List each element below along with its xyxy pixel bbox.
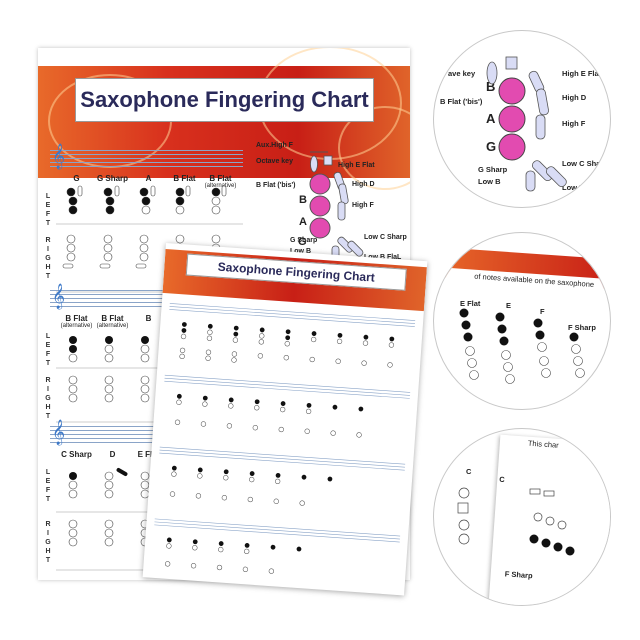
zoom-letter-b: B [486, 79, 496, 94]
note-name: B Flat [173, 174, 196, 183]
zoom-circle-legend: ave key B Flat ('bis') B A G High E Flat… [433, 30, 611, 208]
poster-title-box: Saxophone Fingering Chart [75, 78, 374, 122]
legend-letter-g: G [298, 236, 307, 248]
staff-1: 𝄞 [50, 144, 243, 169]
legend-high-f: High F [352, 202, 374, 209]
note-name: B Flat(alternative) [204, 174, 237, 189]
zoom-label-octave-key: ave key [448, 69, 476, 78]
zoom-label-low-b-flat: Low B Fl [562, 183, 594, 192]
note-name: G [73, 174, 80, 183]
zoom-label-b-flat-bis: B Flat ('bis') [440, 97, 483, 106]
legend-keys-drawing [309, 151, 364, 261]
zoom-letter-g: G [486, 139, 497, 154]
note-name: G Sharp [96, 174, 129, 183]
zoom-letter-a: A [486, 111, 496, 126]
staff-2: 𝄞 [50, 284, 243, 309]
zoom-label-low-b: Low B [478, 177, 501, 186]
note-name: A [145, 174, 152, 183]
zoom-bottom-keys [457, 487, 575, 556]
legend-low-c-sharp: Low C Sharp [364, 234, 407, 241]
legend-octave-key: Octave key [256, 158, 293, 165]
zoom-note-label: E Flat [460, 299, 481, 308]
zoom-note-label: F Sharp [568, 323, 596, 332]
zoom-legend-keys [486, 56, 567, 192]
treble-clef-icon: 𝄞 [52, 420, 66, 445]
overlay-fingering-grid [154, 303, 416, 574]
note-name: B Flat(alternative) [60, 314, 93, 329]
legend-aux-high-f: Aux.High F [256, 142, 293, 149]
legend-high-d: High D [352, 181, 375, 188]
poster-title: Saxophone Fingering Chart [80, 87, 369, 112]
note-name: B Flat(alternative) [96, 314, 129, 329]
overlay-poster: Saxophone Fingering Chart [142, 243, 428, 596]
zoom-circle-notes: of notes available on the saxophone E Fl… [433, 232, 611, 410]
zoom-bottom-c-label: C [466, 467, 472, 476]
zoom-label-high-f: High F [562, 119, 586, 128]
zoom-label-low-c-sharp: Low C Sharp [562, 159, 608, 168]
legend-g-sharp: G Sharp [290, 237, 318, 244]
note-name: D [109, 450, 116, 459]
staff-3: 𝄞 [50, 420, 243, 445]
zoom-note-label: F [540, 307, 545, 316]
zoom-circle-bottom: This char C F Sharp C [433, 428, 611, 606]
note-name: B [145, 314, 152, 323]
legend-letter-a: A [299, 216, 307, 228]
zoom-note-label: E [506, 301, 512, 310]
treble-clef-icon: 𝄞 [52, 284, 66, 309]
zoom-label-g-sharp: G Sharp [478, 165, 508, 174]
key-legend: Aux.High F Octave key B Flat ('bis') Hig… [248, 136, 408, 266]
zoom-notes-keys [459, 308, 585, 384]
zoom-label-high-e-flat: High E Flat [562, 69, 602, 78]
note-name: C Sharp [61, 450, 92, 459]
legend-b-flat-bis: B Flat ('bis') [256, 182, 296, 189]
zoom-label-high-d: High D [562, 93, 587, 102]
legend-high-e-flat: High E Flat [338, 162, 375, 169]
treble-clef-icon: 𝄞 [52, 144, 66, 169]
legend-letter-b: B [299, 194, 307, 206]
note-name: E Flat [137, 450, 160, 459]
